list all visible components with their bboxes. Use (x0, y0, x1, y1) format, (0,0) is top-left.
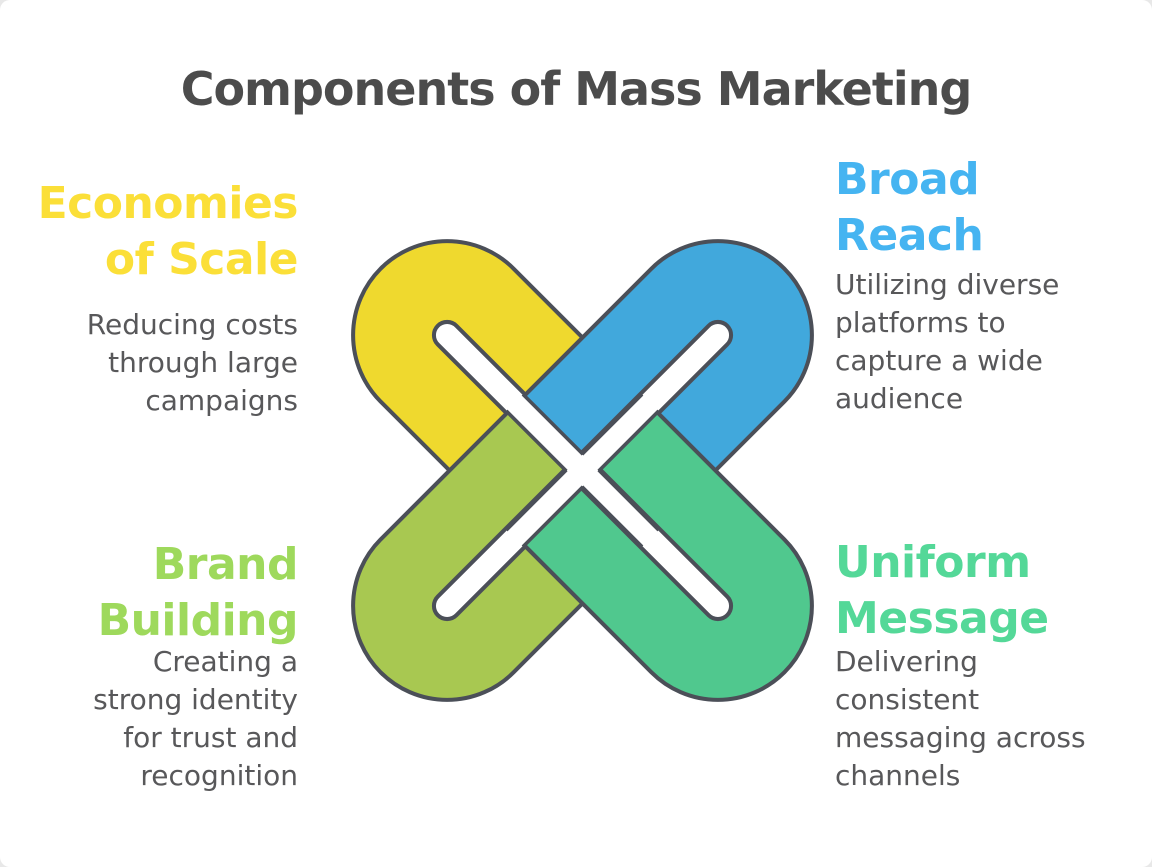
knot-loop-economies-fill (355, 243, 638, 526)
knot-graphic (351, 239, 814, 702)
knot-loop-brand-building (351, 409, 644, 702)
knot-loop-uniform-message-fill (527, 415, 810, 698)
economies-of-scale-body: Reducing costs through large campaigns (86, 308, 298, 417)
knot-loop-brand-building-fill (355, 415, 638, 698)
knot-loop-broad-reach-fill (527, 243, 810, 526)
broad-reach-heading: Broad Reach (835, 154, 984, 261)
economies-of-scale-heading: Economies of Scale (37, 178, 299, 285)
knot-loop-broad-reach (521, 239, 814, 532)
uniform-message-heading: Uniform Message (835, 537, 1049, 644)
knot-loop-uniform-message (521, 409, 814, 702)
brand-building-heading: Brand Building (97, 539, 299, 646)
knot-loop-economies (351, 239, 644, 532)
broad-reach-body: Utilizing diverse platforms to capture a… (835, 268, 1060, 415)
uniform-message-body: Delivering consistent messaging across c… (835, 645, 1086, 792)
brand-building-body: Creating a strong identity for trust and… (93, 645, 298, 792)
page-title: Components of Mass Marketing (180, 62, 973, 116)
